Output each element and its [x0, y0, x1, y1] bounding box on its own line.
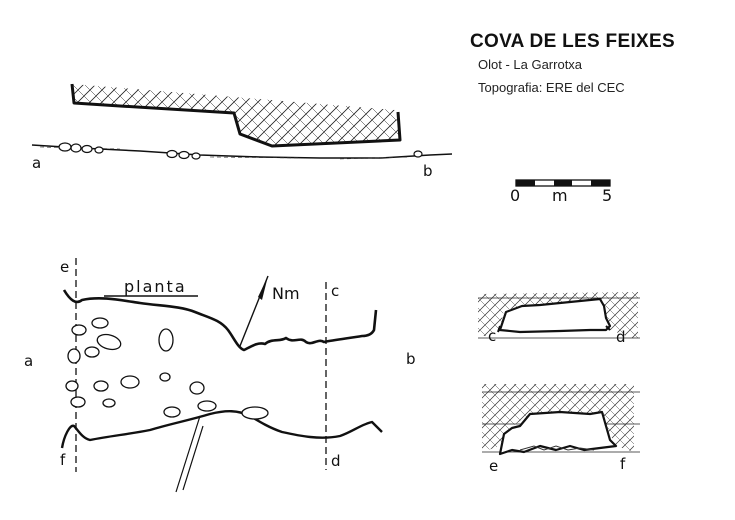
profile-boulders: [58, 142, 423, 160]
scale-start-label: 0: [510, 186, 521, 205]
profile-marker-a: a: [32, 154, 42, 172]
survey-credits: Topografia: ERE del CEC: [478, 80, 625, 95]
north-label: Nm: [272, 284, 300, 303]
plan-marker-c: c: [331, 282, 340, 300]
profile-ceiling-line: [70, 83, 402, 148]
plan-view: [60, 258, 383, 493]
section-cd-left-label: c: [488, 327, 497, 345]
survey-title: COVA DE LES FEIXES: [470, 31, 675, 52]
survey-location: Olot - La Garrotxa: [478, 57, 583, 72]
plan-marker-e: e: [60, 258, 70, 276]
profile-marker-b: b: [423, 162, 433, 180]
scale-end-label: 5: [602, 186, 613, 205]
scale-bar: [515, 179, 611, 187]
plan-label: planta: [124, 277, 187, 296]
entrance-marker: [175, 415, 201, 493]
cross-section-e-f: [482, 384, 640, 456]
section-cd-right-label: d: [616, 328, 626, 346]
plan-marker-d: d: [331, 452, 341, 470]
plan-marker-b: b: [406, 350, 416, 368]
section-ef-right-label: f: [620, 455, 626, 473]
plan-marker-f: f: [60, 451, 66, 469]
section-ef-left-label: e: [489, 457, 499, 475]
plan-marker-a: a: [24, 352, 34, 370]
scale-unit-label: m: [552, 186, 568, 205]
plan-boulders: [65, 317, 269, 420]
cross-section-c-d: [478, 292, 640, 340]
profile-section: [31, 83, 453, 160]
plan-upper-wall: [62, 289, 378, 352]
plan-lower-wall: [60, 410, 383, 449]
